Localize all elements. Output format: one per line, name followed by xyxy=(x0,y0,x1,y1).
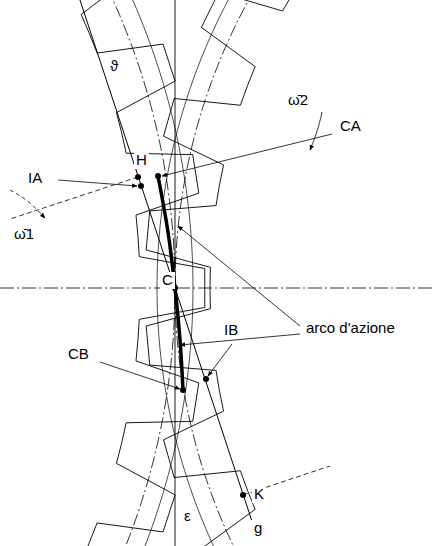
point-label: ω̄1 xyxy=(12,226,36,243)
gear-tooth xyxy=(201,490,293,546)
line-of-action xyxy=(77,0,252,520)
pitch-circle xyxy=(175,0,248,546)
point-label: CB xyxy=(66,346,91,363)
point-label: ε xyxy=(182,508,193,525)
point-label: ϑ xyxy=(108,58,120,75)
gear-tooth xyxy=(201,0,293,86)
point-label: C xyxy=(160,272,175,289)
leader-line xyxy=(162,134,332,176)
rotation-arrow xyxy=(10,190,45,218)
rotation-arrow xyxy=(310,112,322,150)
gear-tooth xyxy=(164,391,248,490)
gear-tooth xyxy=(42,0,134,34)
pitch-circle xyxy=(89,0,175,546)
point-label: ω̄2 xyxy=(286,92,310,109)
gear-tooth xyxy=(164,86,248,185)
point-label: g xyxy=(252,520,264,537)
leader-line xyxy=(208,344,232,376)
addendum-circle xyxy=(157,0,233,546)
gear-tooth xyxy=(89,443,175,542)
leader-line xyxy=(58,180,137,186)
point-dot xyxy=(240,492,246,498)
point-label: IB xyxy=(222,322,240,339)
point-label: H xyxy=(134,152,149,169)
center-line xyxy=(0,288,432,289)
point-dot xyxy=(203,376,209,382)
point-dot xyxy=(135,174,141,180)
point-label: CA xyxy=(338,118,363,135)
point-label: arco d'azione xyxy=(304,320,397,337)
gear-tooth xyxy=(146,185,219,288)
point-dot xyxy=(180,387,186,393)
point-dot xyxy=(155,173,161,179)
gear-tooth xyxy=(89,34,175,133)
point-dot xyxy=(138,183,144,189)
gear-tooth xyxy=(42,542,134,546)
leader-line xyxy=(100,362,180,389)
gear-tooth xyxy=(122,340,199,443)
point-label: IA xyxy=(26,170,44,187)
leader-line xyxy=(178,226,300,326)
point-label: K xyxy=(252,486,266,503)
arc-of-action xyxy=(158,176,183,390)
